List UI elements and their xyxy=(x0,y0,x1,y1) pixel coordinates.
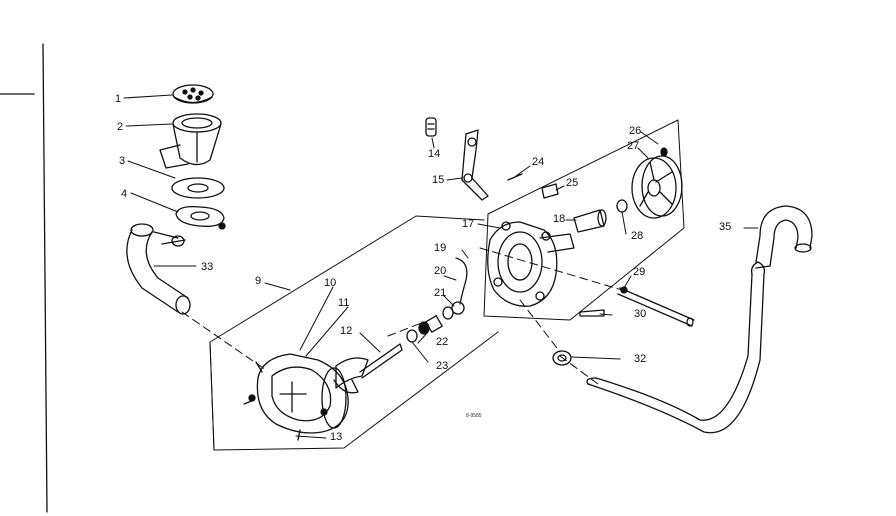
inlet-hose xyxy=(127,224,190,314)
margin-line xyxy=(43,44,47,512)
part-label: 10 xyxy=(324,277,337,289)
part-label: 13 xyxy=(330,431,343,443)
part-label: 23 xyxy=(436,360,449,372)
pin xyxy=(580,310,604,316)
leader-lines-left xyxy=(124,95,290,290)
small-screw xyxy=(508,174,522,180)
clamp-plate xyxy=(176,207,225,229)
drain-funnel xyxy=(160,114,221,168)
part-label: 29 xyxy=(633,266,646,278)
part-label: 21 xyxy=(434,287,447,299)
part-label: 28 xyxy=(631,230,644,242)
part-label: 33 xyxy=(201,261,214,273)
part-label: 4 xyxy=(121,188,128,200)
strainer-cap xyxy=(173,85,213,103)
pulley xyxy=(617,148,682,218)
drive-shaft xyxy=(618,287,694,326)
part-label: 11 xyxy=(338,297,350,309)
impeller-shaft xyxy=(334,344,402,393)
hose-clamp xyxy=(553,351,571,365)
lever-arm xyxy=(462,130,488,200)
part-label: 26 xyxy=(629,125,642,137)
part-label: 20 xyxy=(434,265,447,277)
bearing-housing xyxy=(488,222,574,306)
part-label: 2 xyxy=(117,121,124,133)
pulley-frame xyxy=(484,120,684,320)
part-label: 17 xyxy=(462,218,475,230)
part-label: 32 xyxy=(634,353,647,365)
part-label: 14 xyxy=(428,148,441,160)
part-label: 30 xyxy=(634,308,647,320)
part-label: 18 xyxy=(553,213,566,225)
gasket-ring xyxy=(172,178,224,198)
part-label: 15 xyxy=(432,174,445,186)
leader-lines-right xyxy=(296,132,758,438)
pump-body xyxy=(244,354,348,440)
part-label: 35 xyxy=(719,221,732,233)
part-label: 12 xyxy=(340,325,353,337)
part-label: 9 xyxy=(255,275,262,287)
clip xyxy=(542,184,558,198)
seal-parts xyxy=(407,307,453,342)
part-label: 19 xyxy=(434,242,447,254)
bushing xyxy=(574,210,606,232)
seal-spring xyxy=(452,258,467,314)
alignment-lines xyxy=(182,248,622,384)
part-label: 27 xyxy=(627,140,640,152)
bolt xyxy=(426,118,436,136)
part-label: 25 xyxy=(566,177,579,189)
drawing-code: 8-9585 xyxy=(466,413,482,419)
part-label: 24 xyxy=(532,156,545,168)
outlet-hose xyxy=(587,206,812,433)
pump-housing-frame xyxy=(210,216,498,450)
part-label: 1 xyxy=(115,93,122,105)
part-label: 22 xyxy=(436,336,449,348)
part-label: 3 xyxy=(119,155,126,167)
